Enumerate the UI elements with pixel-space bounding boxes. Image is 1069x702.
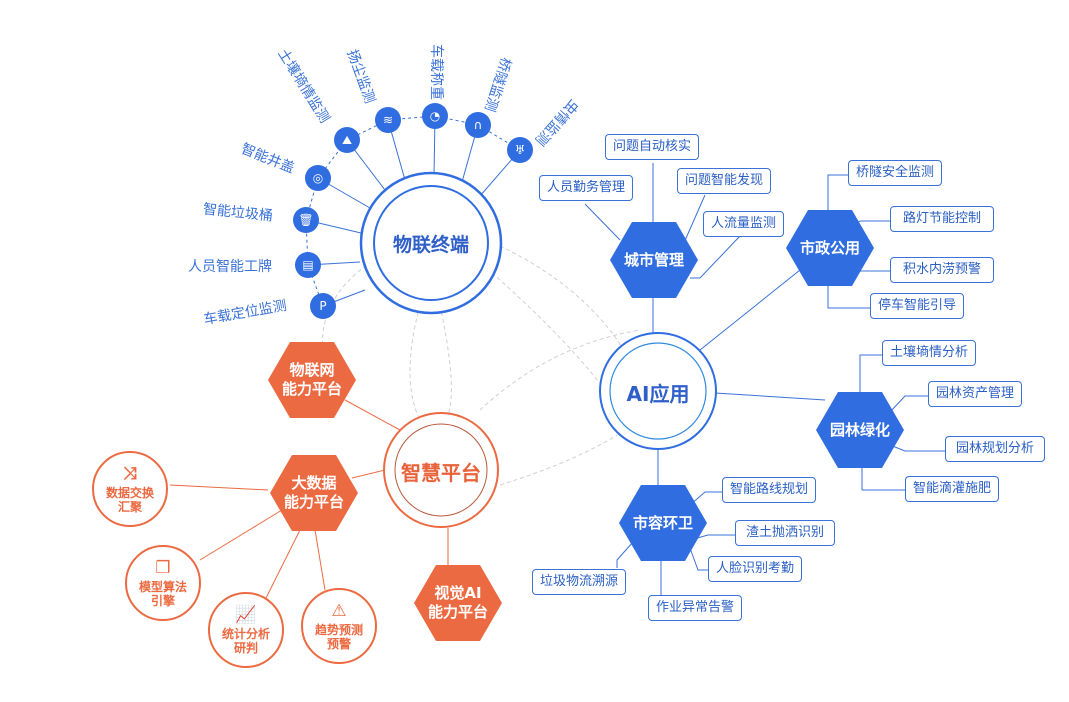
parking-car-icon[interactable]: P bbox=[310, 293, 336, 319]
dust-tornado-icon[interactable]: ≋ bbox=[375, 107, 401, 133]
iot-label-staff-badge: 人员智能工牌 bbox=[188, 259, 272, 275]
ai-item[interactable]: 渣土抛洒识别 bbox=[735, 520, 836, 546]
ai-item[interactable]: 积水内涝预警 bbox=[890, 257, 995, 283]
manhole-cover-icon[interactable]: ◎ bbox=[305, 165, 331, 191]
id-badge-icon[interactable]: ▤ bbox=[295, 252, 321, 278]
ai-hub-inner-ring bbox=[609, 342, 707, 440]
capability-line1: 数据交换 bbox=[105, 485, 154, 500]
ai-item[interactable]: 园林规划分析 bbox=[945, 436, 1046, 462]
capability-line2: 预警 bbox=[326, 636, 351, 651]
capability-statistics[interactable]: 📈 统计分析 研判 bbox=[208, 592, 284, 668]
ai-item[interactable]: 作业异常告警 bbox=[648, 595, 743, 621]
ai-item[interactable]: 智能滴灌施肥 bbox=[905, 476, 1000, 502]
iot-hub-inner-ring bbox=[373, 185, 489, 301]
alarm-light-icon: ⚠ bbox=[331, 600, 347, 621]
trash-bin-icon[interactable]: 🗑 bbox=[293, 207, 319, 233]
ai-item[interactable]: 人脸识别考勤 bbox=[708, 556, 803, 582]
platform-line2: 能力平台 bbox=[281, 380, 342, 398]
tunnel-icon[interactable]: ∩ bbox=[465, 112, 491, 138]
platform-hub-label: 智慧平台 bbox=[401, 461, 481, 485]
capability-line2: 汇聚 bbox=[117, 499, 142, 514]
capability-line2: 引擎 bbox=[150, 593, 175, 608]
cubes-icon: ❒ bbox=[155, 557, 171, 578]
ai-item[interactable]: 停车智能引导 bbox=[870, 293, 965, 319]
platform-hub-inner-ring bbox=[394, 423, 488, 517]
chart-up-icon: 📈 bbox=[235, 604, 257, 625]
ai-item[interactable]: 问题智能发现 bbox=[677, 168, 772, 194]
ai-category-city-management[interactable]: 城市管理 bbox=[610, 222, 698, 298]
capability-line2: 研判 bbox=[233, 640, 258, 655]
ai-item[interactable]: 土壤墒情分析 bbox=[882, 340, 977, 366]
platform-line2: 能力平台 bbox=[427, 603, 488, 621]
iot-hub-label: 物联终端 bbox=[392, 234, 469, 256]
capability-line1: 模型算法 bbox=[138, 579, 187, 594]
ai-category-sanitation[interactable]: 市容环卫 bbox=[619, 485, 707, 561]
ai-item[interactable]: 路灯节能控制 bbox=[890, 206, 995, 232]
capability-model-engine[interactable]: ❒ 模型算法 引擎 bbox=[125, 545, 201, 621]
ai-item[interactable]: 人流量监测 bbox=[703, 211, 785, 237]
platform-line1: 大数据 bbox=[291, 474, 337, 492]
ai-category-landscaping[interactable]: 园林绿化 bbox=[816, 392, 904, 468]
capability-line1: 统计分析 bbox=[221, 626, 270, 641]
platform-links bbox=[169, 399, 449, 601]
soil-icon[interactable]: ⛰ bbox=[334, 127, 360, 153]
iot-label-weighing: 车载称重 bbox=[428, 44, 444, 100]
ai-item[interactable]: 园林资产管理 bbox=[928, 381, 1023, 407]
platform-line1: 视觉AI bbox=[434, 584, 482, 602]
ai-category-municipal-utilities[interactable]: 市政公用 bbox=[786, 210, 874, 286]
capability-data-exchange[interactable]: ⤨ 数据交换 汇聚 bbox=[92, 451, 168, 527]
ai-item[interactable]: 桥隧安全监测 bbox=[848, 160, 943, 186]
ai-hub-label: AI应用 bbox=[626, 382, 690, 406]
insect-icon[interactable]: ♅ bbox=[507, 137, 533, 163]
gauge-icon[interactable]: ◔ bbox=[422, 103, 448, 129]
capability-line1: 趋势预测 bbox=[314, 622, 363, 637]
platform-line2: 能力平台 bbox=[283, 493, 344, 511]
ai-item[interactable]: 问题自动核实 bbox=[605, 134, 700, 160]
shuffle-icon: ⤨ bbox=[123, 463, 137, 484]
ai-item[interactable]: 智能路线规划 bbox=[722, 477, 817, 503]
platform-vision-ai-capability[interactable]: 视觉AI 能力平台 bbox=[414, 565, 502, 641]
platform-line1: 物联网 bbox=[289, 361, 335, 379]
ai-item[interactable]: 人员勤务管理 bbox=[539, 175, 634, 201]
capability-trend-forecast[interactable]: ⚠ 趋势预测 预警 bbox=[301, 588, 377, 664]
ai-item[interactable]: 垃圾物流溯源 bbox=[532, 569, 627, 595]
